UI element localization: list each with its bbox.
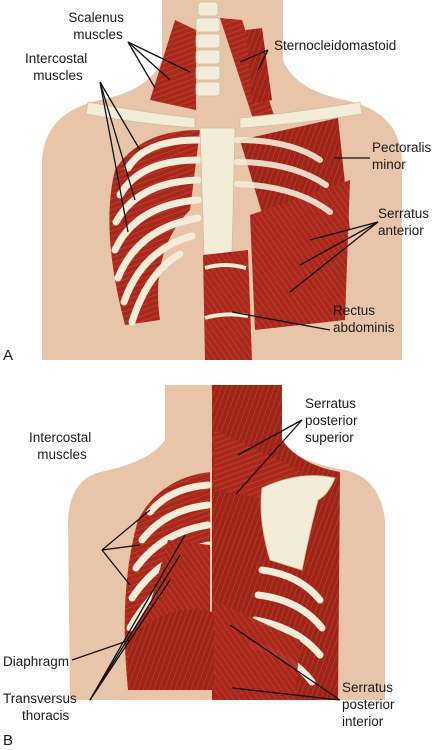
left-ribs [111,136,202,326]
rectus-abdominis-muscle [203,250,252,360]
label-scalenus: Scalenus muscles [68,10,127,42]
panel-b-leader-lines [71,419,341,701]
label-diaphragm: Diaphragm [3,654,69,669]
label-sternocleidomastoid: Sternocleidomastoid [274,38,396,53]
diaphragm-muscle [128,609,212,690]
right-ribs [234,137,333,215]
serratus-posterior-interior-muscle [214,600,300,700]
rectus-tendinous-lines [204,263,249,320]
scapula [260,475,336,571]
label-serratus-posterior-interior: Serratus posterior interior [342,680,398,729]
clavicle-left [85,101,196,129]
clavicle-right [239,101,363,129]
serratus-anterior-muscle [250,180,350,330]
panel-a-leader-lines [99,41,379,331]
label-serratus-anterior: Serratus anterior [378,206,433,238]
label-pectoralis-minor: Pectoralis minor [372,140,435,172]
label-transversus-thoracis: Transversus thoracis [3,691,81,723]
label-intercostal-b: Intercostal muscles [29,430,95,462]
cervical-spine [195,1,221,97]
label-serratus-posterior-superior: Serratus posterior superior [305,396,361,445]
panel-b: Intercostal muscles Serratus posterior s… [3,385,398,749]
sternum [199,127,236,269]
scalenus-muscle-right [246,28,272,104]
panel-a-letter: A [3,347,13,364]
scalenus-muscle-left [150,20,196,110]
panel-b-letter: B [3,732,13,749]
panel-a: Scalenus muscles Intercostal muscles Ste… [3,0,435,364]
label-intercostal-a: Intercostal muscles [25,51,91,83]
label-rectus-abdominis: Rectus abdominis [333,303,395,335]
